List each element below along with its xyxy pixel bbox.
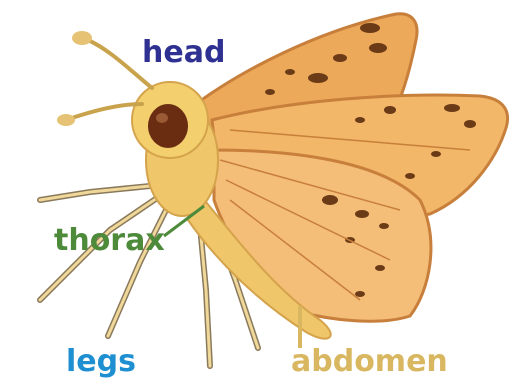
legs-label: legs bbox=[66, 347, 136, 377]
head-label: head bbox=[142, 38, 225, 68]
thorax-label: thorax bbox=[54, 226, 165, 256]
antenna-tip bbox=[72, 31, 92, 45]
antenna-tip bbox=[57, 114, 75, 126]
abdomen-label: abdomen bbox=[291, 347, 448, 377]
eye-highlight bbox=[156, 113, 168, 123]
eye bbox=[148, 104, 188, 148]
